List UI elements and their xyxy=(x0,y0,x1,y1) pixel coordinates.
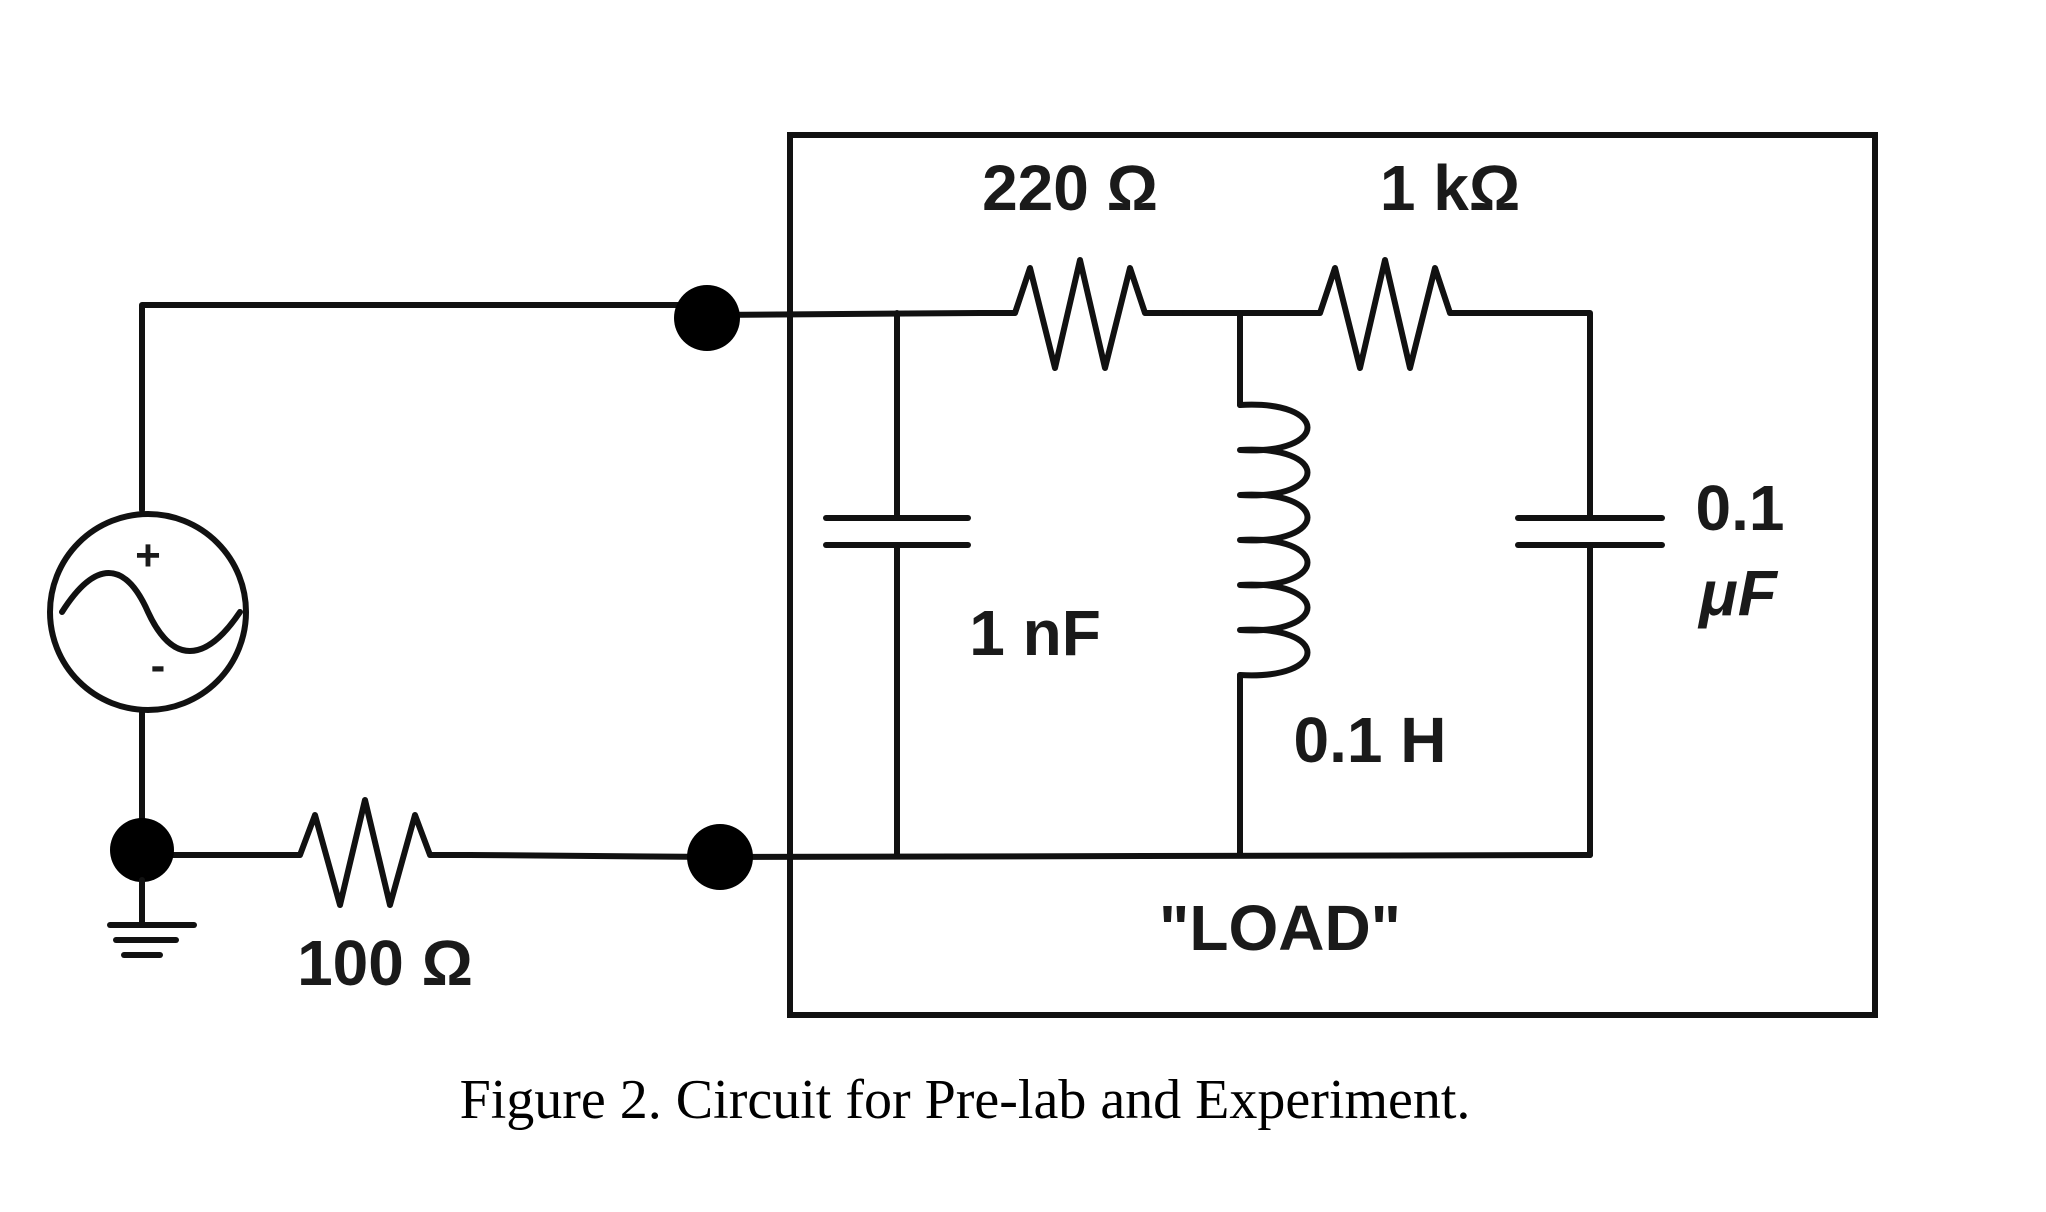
ac-source-icon xyxy=(47,511,249,713)
label-r-source: 100 Ω xyxy=(297,927,473,999)
resistor-100 xyxy=(267,797,473,908)
resistor-220 xyxy=(977,257,1188,371)
ground-node xyxy=(110,818,174,882)
resistor-1k xyxy=(1287,257,1493,371)
label-r2: 1 kΩ xyxy=(1380,152,1520,224)
source-plus-label: + xyxy=(135,531,161,580)
label-r1: 220 Ω xyxy=(982,152,1158,224)
wire-top-left xyxy=(139,302,710,513)
load-box xyxy=(787,132,1878,1018)
terminal-top xyxy=(674,285,740,351)
wire-top-rail-c xyxy=(1487,310,1593,521)
wire-r-to-terminal xyxy=(467,852,723,860)
label-c1: 1 nF xyxy=(969,597,1101,669)
label-l1: 0.1 H xyxy=(1294,704,1447,776)
source-minus-label: - xyxy=(151,641,166,690)
terminal-bottom xyxy=(687,824,753,890)
wire-bottom-rail xyxy=(717,852,1593,860)
wire-top-rail-a xyxy=(704,310,983,318)
ground-icon xyxy=(107,877,197,958)
inductor-coil xyxy=(1237,401,1311,679)
load-label: "LOAD" xyxy=(1159,892,1401,964)
label-c2-unit: μF xyxy=(1697,557,1779,629)
label-c2-value: 0.1 xyxy=(1696,472,1785,544)
figure-caption: Figure 2. Circuit for Pre-lab and Experi… xyxy=(460,1069,1471,1131)
